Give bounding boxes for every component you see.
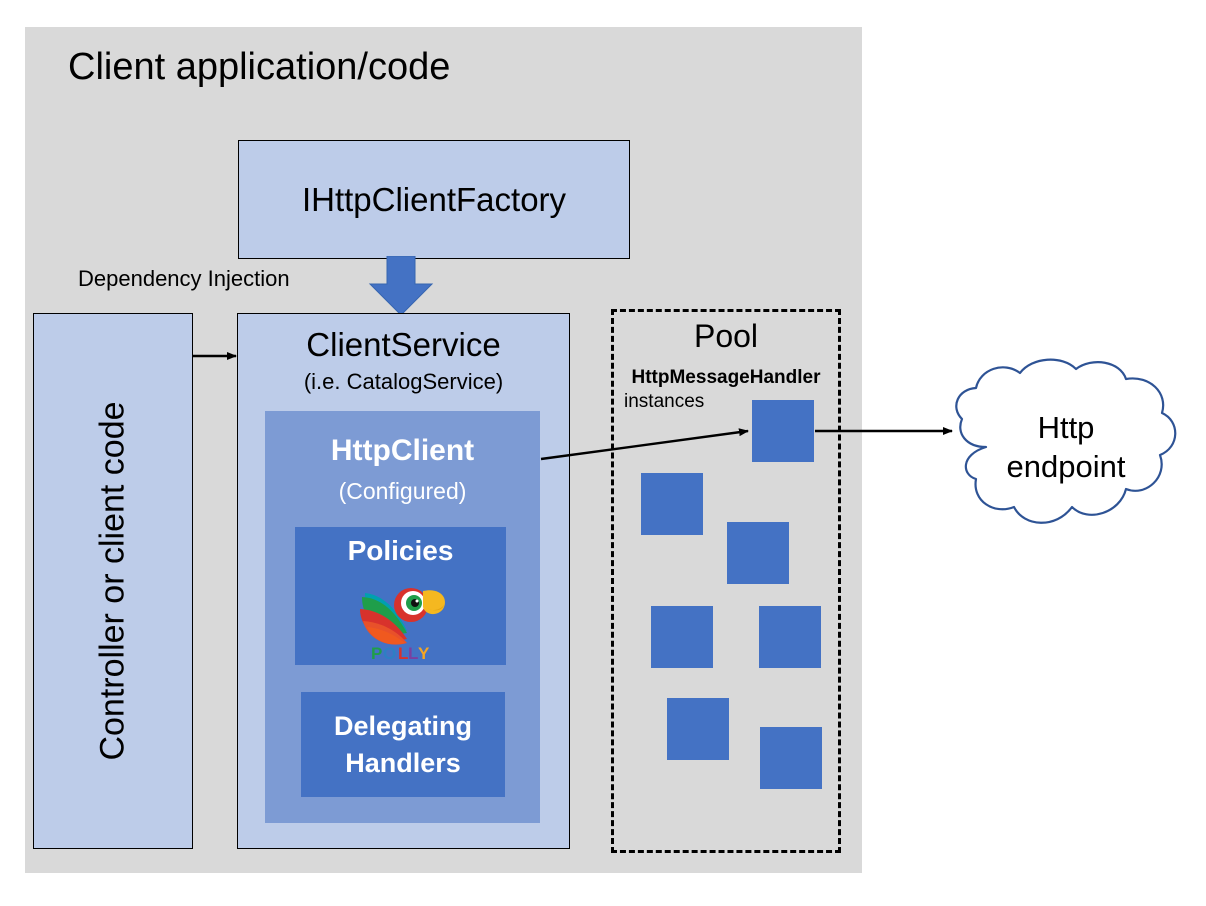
down-block-arrow-icon — [368, 256, 434, 316]
ihttpclientfactory-box[interactable]: IHttpClientFactory — [238, 140, 630, 259]
clientservice-subtitle: (i.e. CatalogService) — [303, 369, 504, 394]
polly-parrot-logo: P O L L Y — [359, 588, 445, 661]
delegating-handlers-box[interactable]: Delegating Handlers — [301, 692, 505, 797]
handler-instance-2[interactable] — [641, 473, 703, 535]
clientservice-title: ClientService — [306, 326, 501, 363]
client-application-title: Client application/code — [68, 46, 451, 88]
svg-text:P: P — [371, 644, 382, 661]
svg-text:L: L — [408, 644, 418, 661]
http-endpoint-label: Http endpoint — [938, 355, 1194, 540]
httpclient-title: HttpClient — [330, 434, 475, 467]
svg-text:O: O — [383, 644, 396, 661]
handler-instance-6[interactable] — [667, 698, 729, 760]
http-endpoint-line1: Http — [1037, 409, 1095, 445]
pool-subtitle-plain: instances — [624, 391, 705, 412]
dependency-injection-label: Dependency Injection — [78, 266, 290, 291]
handler-instance-5[interactable] — [759, 606, 821, 668]
pool-title: Pool — [693, 318, 759, 354]
svg-text:L: L — [398, 644, 408, 661]
controller-or-client-code-box[interactable]: Controller or client code — [33, 313, 193, 849]
http-endpoint-line2: endpoint — [1006, 448, 1126, 484]
policies-box[interactable]: Policies P O L L Y — [295, 527, 506, 665]
delegating-handlers-line1: Delegating — [333, 711, 473, 742]
svg-text:Y: Y — [418, 644, 430, 661]
handler-instance-1[interactable] — [752, 400, 814, 462]
delegating-handlers-line2: Handlers — [345, 747, 461, 778]
ihttpclientfactory-label: IHttpClientFactory — [301, 180, 567, 218]
pool-box: Pool HttpMessageHandler instances — [611, 309, 841, 853]
pool-subtitle-bold: HttpMessageHandler — [631, 367, 821, 388]
policies-title: Policies — [347, 535, 454, 566]
delegating-handlers-label: Delegating Handlers — [301, 692, 505, 797]
handler-instance-3[interactable] — [727, 522, 789, 584]
handler-instance-7[interactable] — [760, 727, 822, 789]
http-endpoint-cloud[interactable]: Http endpoint — [938, 355, 1194, 540]
controller-or-client-code-label: Controller or client code — [93, 401, 132, 761]
cloud-shape — [955, 358, 1177, 524]
httpclient-subtitle: (Configured) — [338, 478, 467, 504]
handler-instance-4[interactable] — [651, 606, 713, 668]
